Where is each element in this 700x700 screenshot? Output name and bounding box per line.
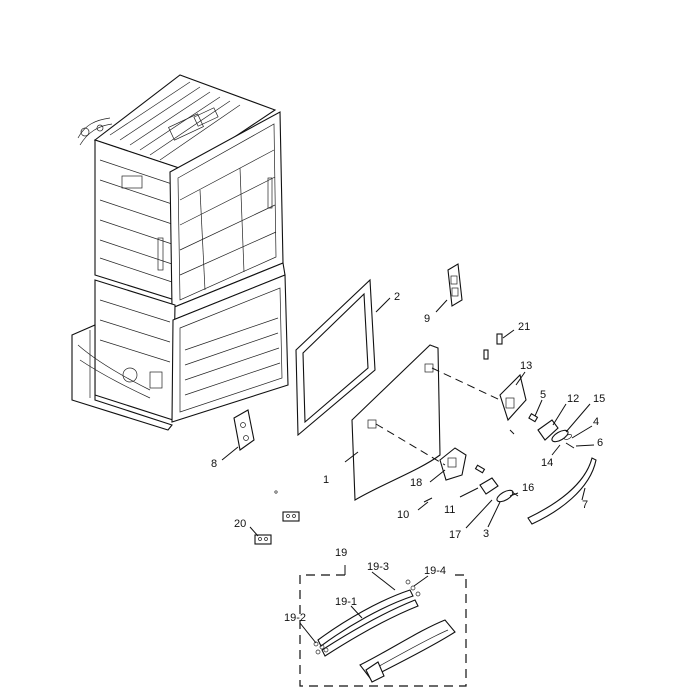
label-3: 3 bbox=[483, 528, 489, 540]
label-18: 18 bbox=[410, 477, 422, 489]
slide-rail-part-7 bbox=[527, 457, 597, 525]
leader-lines bbox=[221, 297, 595, 644]
alignment-lines bbox=[375, 367, 501, 466]
label-2: 2 bbox=[394, 291, 400, 303]
clip-part-20 bbox=[254, 490, 300, 545]
label-15: 15 bbox=[593, 393, 605, 405]
label-16: 16 bbox=[522, 482, 534, 494]
label-13: 13 bbox=[520, 360, 532, 372]
label-10: 10 bbox=[397, 509, 409, 521]
label-8: 8 bbox=[211, 458, 217, 470]
part-number-labels: 2 1 9 8 21 13 5 12 15 4 6 14 7 18 11 10 … bbox=[211, 291, 605, 624]
door-gasket-part-2 bbox=[295, 278, 376, 437]
label-11: 11 bbox=[444, 504, 455, 516]
label-5: 5 bbox=[540, 389, 546, 401]
label-19-1: 19-1 bbox=[335, 596, 357, 608]
refrigerator-cabinet bbox=[71, 74, 289, 431]
label-6: 6 bbox=[597, 437, 603, 449]
label-19: 19 bbox=[335, 547, 347, 559]
rail-kit-part-19 bbox=[299, 565, 467, 687]
small-parts-bottom bbox=[423, 464, 519, 503]
label-4: 4 bbox=[593, 416, 599, 428]
label-14: 14 bbox=[541, 457, 553, 469]
label-20: 20 bbox=[234, 518, 246, 530]
rail-bracket-part-13 bbox=[499, 373, 527, 435]
label-17: 17 bbox=[449, 529, 461, 541]
rail-bracket-part-18 bbox=[439, 447, 467, 481]
bracket-part-8 bbox=[233, 409, 255, 451]
label-21: 21 bbox=[518, 321, 530, 333]
pin-part-21 bbox=[483, 333, 503, 360]
label-19-3: 19-3 bbox=[367, 561, 389, 573]
bracket-part-9 bbox=[447, 263, 463, 307]
label-1: 1 bbox=[323, 474, 329, 486]
label-19-2: 19-2 bbox=[284, 612, 306, 624]
label-12: 12 bbox=[567, 393, 579, 405]
label-9: 9 bbox=[424, 313, 430, 325]
label-19-4: 19-4 bbox=[424, 565, 446, 577]
label-7: 7 bbox=[582, 499, 588, 511]
